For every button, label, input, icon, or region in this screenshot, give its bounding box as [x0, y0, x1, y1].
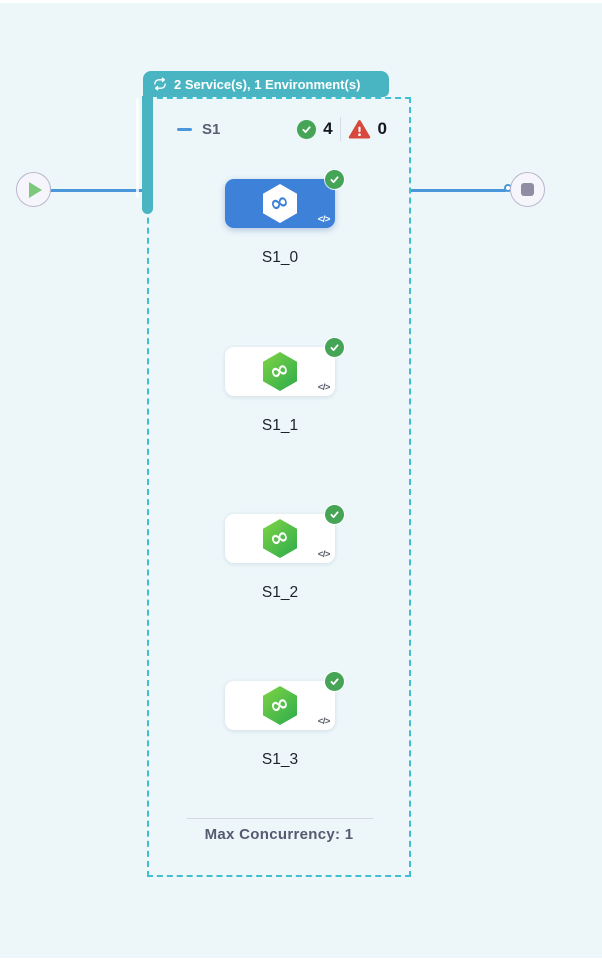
success-status-icon: [297, 119, 317, 139]
stage-node-edge: [136, 98, 139, 198]
node-label: S1_1: [261, 417, 299, 434]
loop-icon: [152, 77, 168, 91]
edge-line-right: [411, 189, 506, 192]
check-icon: [330, 678, 339, 685]
collapse-stage-button[interactable]: [175, 120, 193, 138]
status-divider: [339, 117, 341, 141]
node-label: S1_2: [261, 584, 299, 601]
infinity-icon: ∞: [266, 689, 294, 721]
stop-icon: [521, 183, 534, 196]
node-success-badge: [325, 338, 344, 357]
stage-name-label: S1: [202, 121, 221, 138]
matrix-stage-container: S1 4 0 ∞: [147, 97, 411, 877]
max-concurrency-label: Max Concurrency: 1: [204, 826, 354, 843]
services-environments-badge[interactable]: 2 Service(s), 1 Environment(s): [143, 71, 389, 97]
canvas-edge-top: [0, 0, 602, 3]
code-icon: </>: [317, 716, 331, 727]
service-hexagon-icon: ∞: [263, 352, 297, 391]
infinity-icon: ∞: [266, 187, 294, 219]
stage-status-summary: 4 0: [297, 115, 387, 143]
success-count: 4: [323, 119, 333, 138]
node-label: S1_3: [261, 751, 299, 768]
node-success-badge: [325, 672, 344, 691]
node-success-badge: [325, 505, 344, 524]
service-hexagon-icon: ∞: [263, 184, 297, 223]
infinity-icon: ∞: [266, 522, 294, 554]
node-card-s1-2[interactable]: ∞ </>: [225, 505, 344, 563]
services-environments-label: 2 Service(s), 1 Environment(s): [174, 76, 361, 92]
node-card-s1-1[interactable]: ∞ </>: [225, 338, 344, 396]
footer-divider: [187, 818, 373, 819]
node-label: S1_0: [261, 249, 299, 266]
node-card-s1-3[interactable]: ∞ </>: [225, 672, 344, 730]
pipeline-start-node[interactable]: [16, 172, 51, 207]
service-hexagon-icon: ∞: [263, 519, 297, 558]
node-card-s1-0[interactable]: ∞ </>: [225, 170, 344, 228]
infinity-icon: ∞: [266, 355, 294, 387]
stage-accent-bar: [142, 96, 153, 214]
minus-icon: [176, 127, 192, 131]
check-icon: [330, 344, 339, 351]
code-icon: </>: [317, 382, 331, 393]
check-icon: [330, 176, 339, 183]
pipeline-end-node[interactable]: [510, 172, 545, 207]
code-icon: </>: [317, 214, 331, 225]
node-success-badge: [325, 170, 344, 189]
play-icon: [29, 181, 42, 198]
code-icon: </>: [317, 549, 331, 560]
canvas-edge-bottom: [0, 958, 602, 964]
service-hexagon-icon: ∞: [263, 686, 297, 725]
check-icon: [302, 125, 311, 133]
edge-line-left: [50, 189, 147, 192]
check-icon: [330, 511, 339, 518]
warning-icon: [348, 119, 371, 140]
failure-count: 0: [377, 119, 387, 138]
